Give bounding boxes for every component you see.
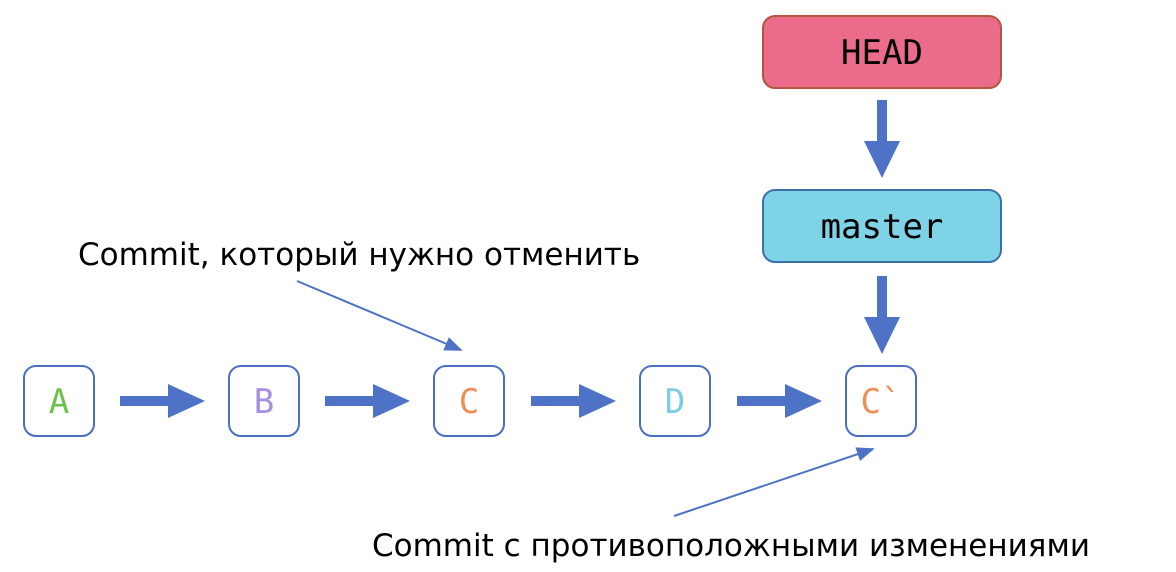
commit-c-label: C [459,382,479,422]
revert-annotation: Commit с противоположными изменениями [372,528,1090,564]
commit-c: C [433,365,505,437]
arrow-c-to-d [531,384,616,418]
arrow-d-to-c-revert [737,384,822,418]
revert-annotation-pointer [673,447,875,517]
arrow-a-to-b [120,384,205,418]
commit-b-label: B [254,382,274,422]
commit-d: D [639,365,711,437]
master-to-commit-arrow [864,276,900,354]
head-box [762,15,1002,89]
master-ref: master [762,189,1002,263]
target-annotation: Commit, который нужно отменить [78,237,640,273]
arrow-b-to-c [325,384,410,418]
commit-a-label: A [49,382,69,422]
commit-b: B [228,365,300,437]
master-box [762,189,1002,263]
commit-d-label: D [665,382,685,422]
head-label: HEAD [841,33,923,73]
head-to-master-arrow [864,100,900,178]
head-ref: HEAD [762,15,1002,89]
target-annotation-pointer [296,280,463,351]
commit-a: A [23,365,95,437]
master-label: master [821,207,944,247]
commit-c-revert-label: C` [861,382,902,422]
commit-c-revert: C` [845,365,917,437]
